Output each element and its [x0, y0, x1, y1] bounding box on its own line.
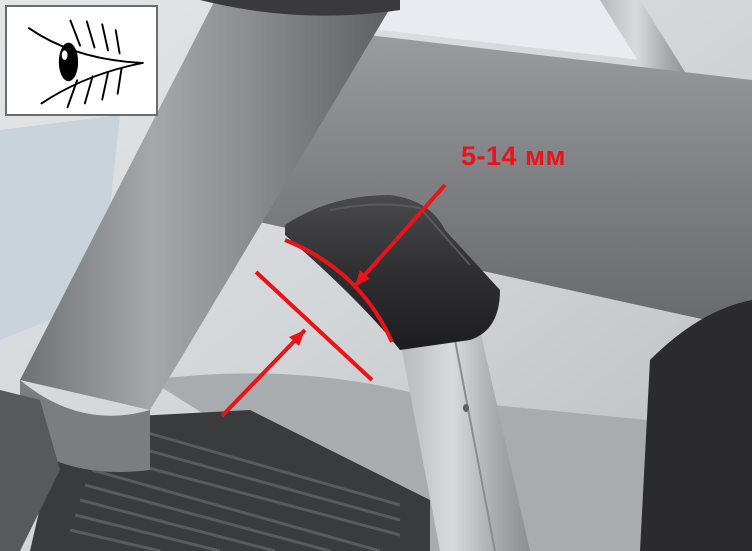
gap-label: 5-14 мм: [461, 141, 566, 171]
view-direction-box: [5, 5, 158, 116]
diagonal-arm: [240, 20, 752, 330]
window-light-area: [380, 0, 640, 60]
right-dark-pad: [640, 300, 752, 551]
bumper-pad: [285, 195, 500, 350]
arrow-head-lower: [289, 330, 305, 346]
lower-bracket: [0, 390, 60, 551]
support-rail: [400, 330, 530, 551]
arrow-head-upper: [355, 270, 370, 286]
eye-icon: [28, 19, 144, 109]
upper-frame-rail: [600, 0, 690, 80]
gap-measurement: [220, 183, 447, 418]
